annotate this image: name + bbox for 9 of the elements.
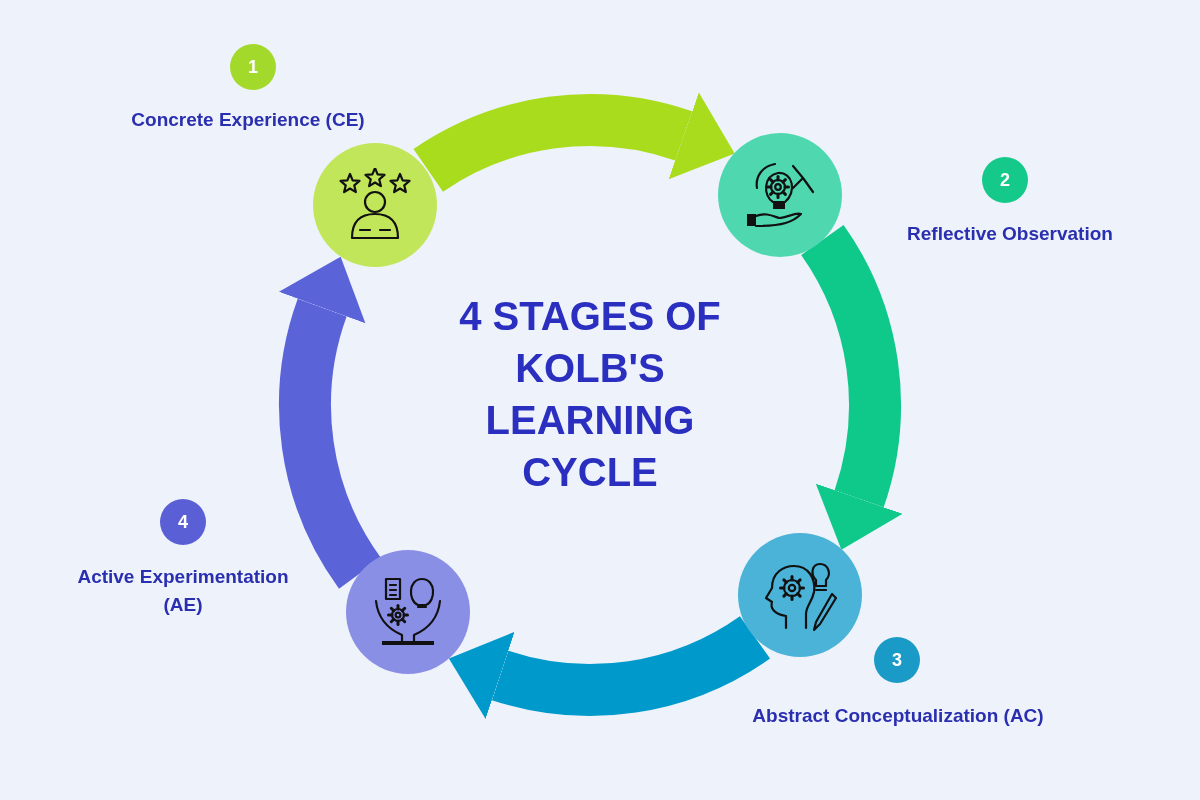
title: 4 STAGES OF KOLB'S LEARNING CYCLE (458, 293, 722, 496)
stage-label: Abstract Conceptualization (AC) (751, 704, 1045, 728)
stage-label: Active Experimentation (AE) (76, 565, 290, 617)
number-badge: 1 (230, 44, 276, 90)
number-badge: 2 (982, 157, 1028, 203)
number-badge: 3 (874, 637, 920, 683)
number-badge: 4 (160, 499, 206, 545)
stage-label: Reflective Observation (906, 222, 1114, 246)
stage-label: Concrete Experience (CE) (130, 108, 366, 132)
